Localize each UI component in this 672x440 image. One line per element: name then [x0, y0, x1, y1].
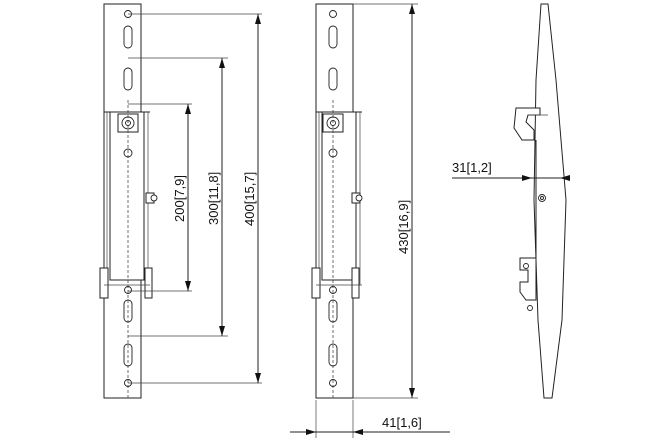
dim-31-value: 31 [452, 160, 466, 175]
svg-text:41[1,6]: 41[1,6] [382, 415, 422, 430]
dim-41-imperial: 1,6 [400, 415, 418, 430]
side-view-profile [513, 3, 567, 399]
dimension-200: 200[7,9] [172, 104, 191, 291]
dim-300-value: 300 [206, 203, 221, 225]
svg-text:31[1,2]: 31[1,2] [452, 160, 492, 175]
dim-200-value: 200 [172, 200, 187, 222]
dim-430-value: 430 [396, 232, 411, 254]
svg-text:300[11,8]: 300[11,8] [206, 172, 221, 225]
dim-200-imperial: 7,9 [172, 179, 187, 197]
dim-400-value: 400 [242, 204, 257, 226]
dim-41-value: 41 [382, 415, 396, 430]
extension-lines-left [128, 13, 262, 384]
svg-text:430[16,9]: 430[16,9] [396, 200, 411, 254]
dim-31-imperial: 1,2 [470, 160, 488, 175]
dimension-31: 31[1,2] [452, 160, 570, 181]
svg-text:400[15,7]: 400[15,7] [242, 172, 257, 226]
dim-400-imperial: 15,7 [242, 175, 257, 200]
svg-text:200[7,9]: 200[7,9] [172, 175, 187, 222]
extension-lines-430 [353, 3, 418, 399]
dim-300-imperial: 11,8 [206, 175, 221, 199]
dimension-400: 400[15,7] [242, 14, 261, 383]
front-view-rail-middle [311, 3, 363, 400]
dimension-300: 300[11,8] [206, 58, 225, 336]
dimension-430: 430[16,9] [396, 4, 415, 398]
dim-430-imperial: 16,9 [396, 203, 411, 228]
front-view-rail-left [99, 3, 158, 400]
dimension-41: 41[1,6] [290, 400, 450, 438]
